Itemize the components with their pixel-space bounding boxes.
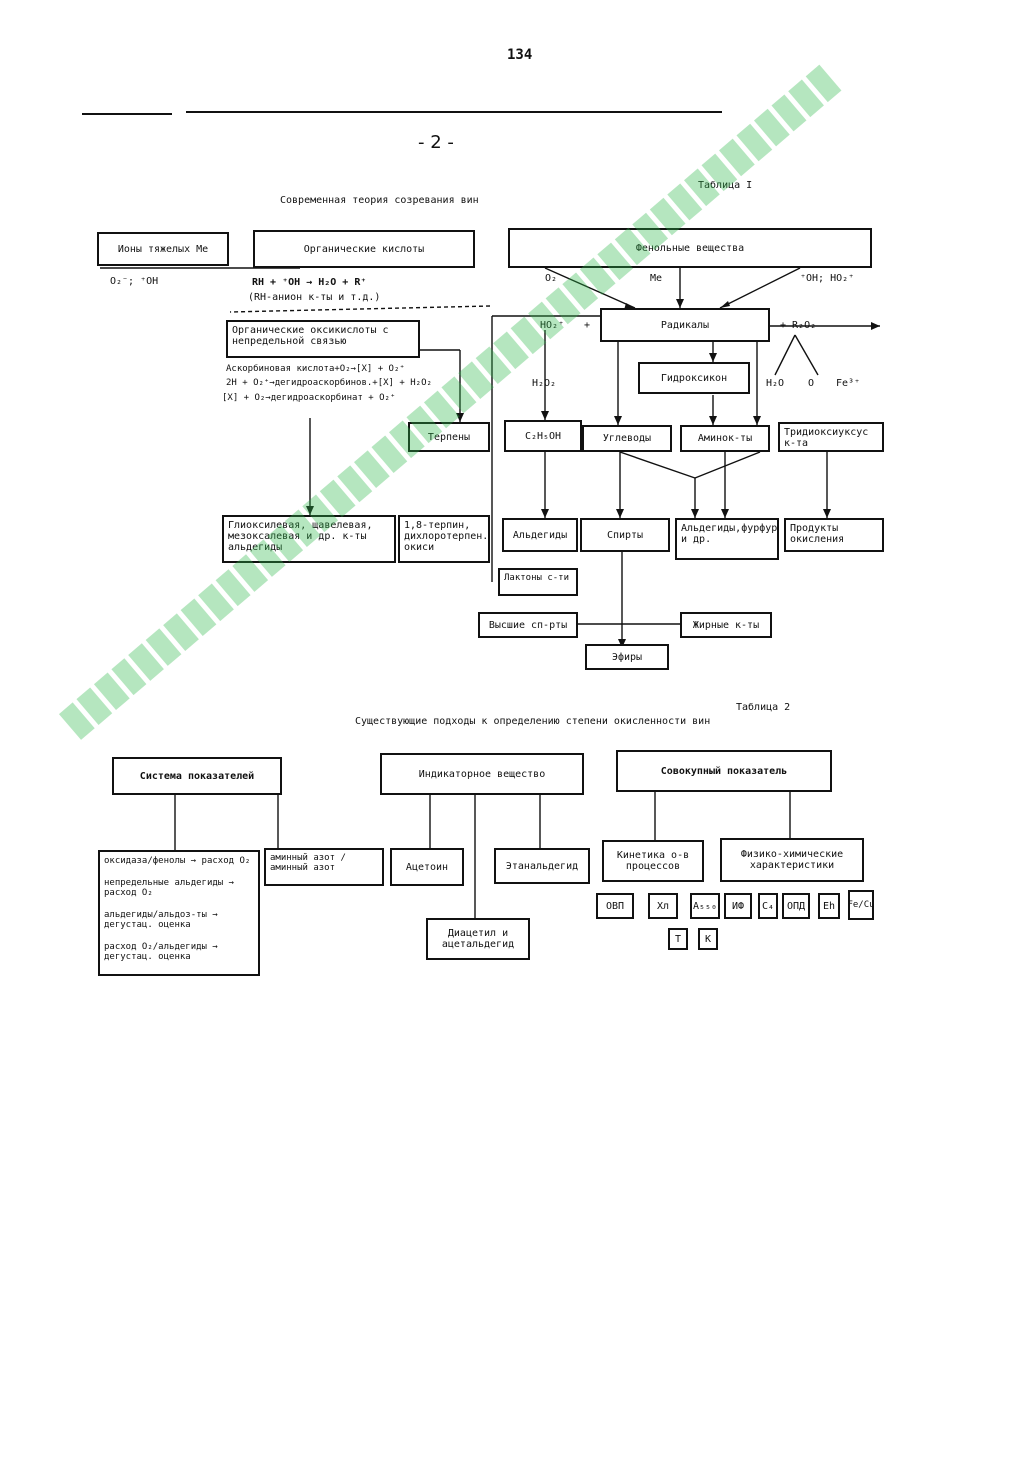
- subnode-t: T: [668, 928, 688, 950]
- header-rule-left: [82, 113, 172, 115]
- subnode-xx: Xл: [648, 893, 678, 919]
- node-ethanal: Этанальдегид: [494, 848, 590, 884]
- node-heavy-metal-ions: Ионы тяжелых Ме: [97, 232, 229, 266]
- page-number: 134: [507, 47, 533, 63]
- node-indicator-system: Система показателей: [112, 757, 282, 795]
- node-acetaldehyde-furfurol: Альдегиды,фурфурол,меланоидины и др.: [675, 518, 779, 560]
- ratio-item-1: оксидаза/фенолы → расход O₂: [104, 856, 251, 866]
- node-higher-alcohols: Высшие сп-рты: [478, 612, 578, 638]
- formula-reaction-2: 2H + O₂⁺→дегидроаскорбинов.+[X] + H₂O₂: [226, 378, 432, 388]
- formula-o: O: [808, 378, 815, 389]
- subnode-oop: ОВП: [596, 893, 634, 919]
- node-aldehydes: Альдегиды: [502, 518, 578, 552]
- formula-reaction-1: Аскорбиновая кислота+O₂→[X] + O₂⁺: [226, 364, 405, 374]
- node-oxidation-products: Продукты окисления: [784, 518, 884, 552]
- node-carbohydrates: Углеводы: [582, 425, 672, 452]
- subnode-c: C₄: [758, 893, 778, 919]
- node-organic-acids: Органические кислоты: [253, 230, 475, 268]
- node-glyoxal-acids: Глиоксилевая, щавелевая, мезоксалевая и …: [222, 515, 396, 563]
- node-tridioxy-acids: Тридиоксиуксус к-та: [778, 422, 884, 452]
- formula-h2o2: H₂O₂: [532, 378, 557, 389]
- node-hydroxyperoxide: Гидроксикон: [638, 362, 750, 394]
- formula-fe: Fe³⁺: [836, 378, 861, 389]
- subnode-frac: Fe/Cu: [848, 890, 874, 920]
- table2-caption: Таблица 2: [736, 702, 791, 713]
- node-fatty-acids: Жирные к-ты: [680, 612, 772, 638]
- ratio-item-2: непредельные альдегиды → расход O₂: [104, 878, 235, 898]
- formula-reaction-3: [X] + O₂→дегидроаскорбинат + O₂⁺: [222, 393, 396, 403]
- table2-title: Существующие подходы к определению степе…: [355, 716, 711, 727]
- node-organic-oxyacids: Органические оксикислоты с непредельной …: [226, 320, 420, 358]
- section-number: - 2 -: [418, 132, 454, 153]
- formula-ho2: HO₂⁺: [540, 320, 564, 331]
- subnode-k: K: [698, 928, 718, 950]
- subnode-e: Eh: [818, 893, 840, 919]
- node-indicator-substance: Индикаторное вещество: [380, 753, 584, 795]
- node-terpenes: Терпены: [408, 422, 490, 452]
- node-amine-nitrogen-ratio: аминный азот / аминный азот: [264, 848, 384, 886]
- table1-title: Современная теория созревания вин: [280, 195, 479, 206]
- node-esters: Эфиры: [585, 644, 669, 670]
- subnode-opd: ОПД: [782, 893, 810, 919]
- formula-h2o: H₂O: [766, 378, 785, 389]
- node-oxidation-kinetics: Кинетика о-в процессов: [602, 840, 704, 882]
- node-physchem-characteristics: Физико-химические характеристики: [720, 838, 864, 882]
- formula-plus-r2o2: + R₂O₂: [780, 320, 817, 331]
- node-c2h5oh: C₂H₅OH: [504, 420, 582, 452]
- table1-caption: Таблица I: [698, 180, 753, 191]
- node-alcohols: Спирты: [580, 518, 670, 552]
- subnode-a: A₅₅₀: [690, 893, 720, 919]
- formula-metal-ion: O₂⁻; ⁺OH: [110, 276, 159, 287]
- node-ratio-list: оксидаза/фенолы → расход O₂ непредельные…: [98, 850, 260, 976]
- formula-phenol-oh: ⁺OH; HO₂⁺: [800, 273, 855, 284]
- subnode-ip: ИФ: [724, 893, 752, 919]
- node-terpene-oxides: 1,8-терпин, дихлоротерпен. окиси: [398, 515, 490, 563]
- formula-phenol-o2: O₂: [545, 273, 558, 284]
- node-lactones: Лактоны с-ти: [498, 568, 578, 596]
- node-radicals: Радикалы: [600, 308, 770, 342]
- node-aggregate-indicator: Совокупный показатель: [616, 750, 832, 792]
- node-amino-acids: Аминок-ты: [680, 425, 770, 452]
- header-rule-right: [186, 111, 722, 113]
- formula-rh-note: (RH-анион к-ты и т.д.): [248, 292, 381, 303]
- ratio-item-3: альдегиды/альдоз-ты → дегустац. оценка: [104, 910, 218, 930]
- plus-sign: +: [584, 320, 591, 331]
- node-diacetyl: Диацетил и ацетальдегид: [426, 918, 530, 960]
- ratio-item-4: расход O₂/альдегиды → дегустац. оценка: [104, 942, 218, 962]
- formula-phenol-me: Ме: [650, 273, 663, 284]
- formula-rh-reaction: RH + ⁺OH → H₂O + R⁺: [252, 277, 367, 288]
- node-phenolic-substances: Фенольные вещества: [508, 228, 872, 268]
- node-acetoin: Ацетоин: [390, 848, 464, 886]
